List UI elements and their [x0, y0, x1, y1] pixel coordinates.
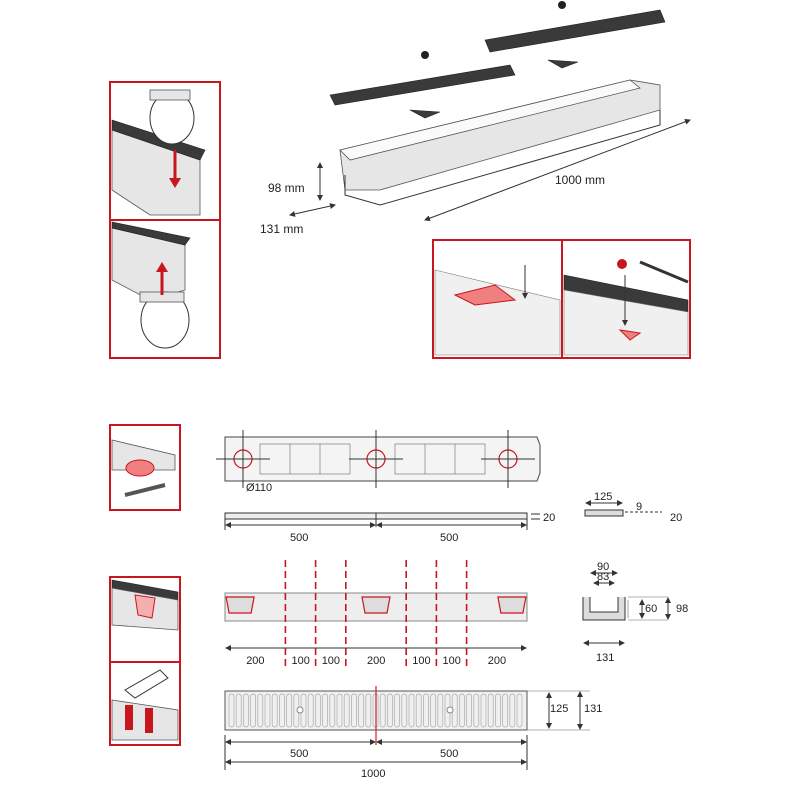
grate-slot — [379, 693, 386, 728]
inset-end-cap-install — [109, 81, 221, 221]
grate-slot — [365, 693, 372, 728]
outlet-bay — [225, 596, 255, 614]
side-half-right: 500 — [440, 532, 458, 544]
grate-slot — [509, 693, 516, 728]
outlet-bay — [497, 596, 527, 614]
inset-clip-detail — [109, 661, 181, 746]
grate-slot — [336, 693, 343, 728]
grate-slot — [423, 693, 429, 728]
side-half-left: 500 — [290, 532, 308, 544]
side-thickness: 20 — [543, 512, 555, 524]
inset-end-cap-outlet — [109, 219, 221, 359]
grate-slot — [480, 693, 487, 728]
grate-slot — [358, 693, 364, 728]
grate-slot — [430, 693, 436, 728]
side-cut-view: 200 100 100 200 100 100 200 — [224, 560, 528, 668]
plan-half-left: 500 — [290, 748, 308, 760]
plan-outer-width: 131 — [584, 703, 602, 715]
grate-slot — [516, 693, 523, 728]
grate-slot — [387, 693, 393, 728]
segment-label: 100 — [322, 655, 340, 667]
grate-slot — [322, 693, 328, 728]
grate-slot — [351, 693, 357, 728]
grate-slot — [466, 693, 472, 728]
grate-slot — [502, 693, 508, 728]
grate-plan-view: 500 500 1000 125 131 — [224, 686, 602, 780]
plan-half-right: 500 — [440, 748, 458, 760]
segment-label: 200 — [246, 655, 264, 667]
segment-label: 200 — [367, 655, 385, 667]
inset-clip-install — [432, 239, 563, 359]
isometric-channel-view: 98 mm 131 mm 1000 mm — [260, 1, 691, 236]
section-bottom-width: 131 — [596, 652, 614, 664]
grate-slot — [264, 693, 271, 728]
grate-slot — [495, 693, 501, 728]
segment-label: 100 — [292, 655, 310, 667]
grate-slot — [271, 693, 278, 728]
grate-slot — [437, 693, 444, 728]
grate-slot — [394, 693, 400, 728]
side-view: 500 500 20 — [224, 512, 555, 544]
grate-slot — [487, 693, 494, 728]
grate-slot — [315, 693, 321, 728]
outlet-bay — [361, 596, 391, 614]
grate-2 — [484, 9, 666, 53]
grate-height: 20 — [670, 512, 682, 524]
grate-slot — [401, 693, 408, 728]
inset-outlet-detail — [109, 424, 181, 511]
grate-slot — [408, 693, 415, 728]
height-label: 98 mm — [268, 181, 305, 195]
plan-view-outlets: Ø110 — [216, 430, 541, 494]
grate-slot — [329, 693, 336, 728]
plan-total: 1000 — [361, 768, 385, 780]
grate-slot — [286, 693, 292, 728]
grate-slot — [279, 693, 285, 728]
width-label: 131 mm — [260, 222, 303, 236]
section-outer-height: 98 — [676, 603, 688, 615]
grate-slot — [250, 693, 256, 728]
grate-slot — [307, 693, 314, 728]
length-label: 1000 mm — [555, 173, 605, 187]
grate-slot — [343, 693, 350, 728]
section-inner-height: 60 — [645, 603, 657, 615]
grate-width: 125 — [594, 491, 612, 503]
grate-slot — [228, 693, 235, 728]
diameter-label: Ø110 — [246, 482, 272, 494]
grate-slot — [415, 693, 422, 728]
segment-label: 100 — [443, 655, 461, 667]
inset-cut-detail — [109, 576, 181, 663]
section-outer-top: 90 — [597, 561, 609, 573]
grate-slot — [243, 693, 249, 728]
inset-grate-bolt — [561, 239, 691, 359]
channel-section: 90 83 60 98 131 — [582, 561, 688, 664]
grate-edge: 9 — [636, 501, 642, 513]
segment-label: 100 — [412, 655, 430, 667]
grate-slot — [473, 693, 480, 728]
grate-slot — [235, 693, 242, 728]
grate-section: 125 9 20 — [584, 491, 682, 524]
section-inner-top: 83 — [597, 571, 609, 583]
grate-slot — [459, 693, 465, 728]
segment-label: 200 — [488, 655, 506, 667]
grate-slot — [257, 693, 264, 728]
grate-1 — [329, 64, 516, 106]
plan-inner-width: 125 — [550, 703, 568, 715]
